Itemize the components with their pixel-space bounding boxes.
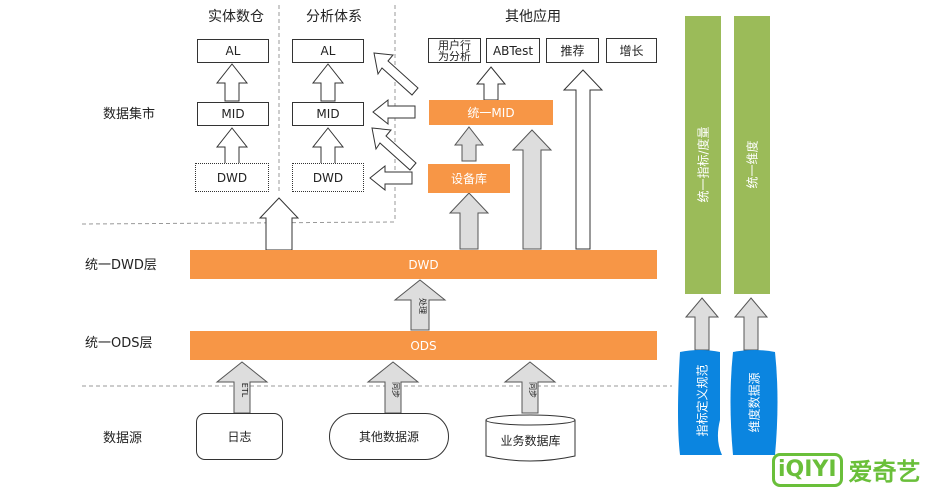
arrow-left-icon xyxy=(369,164,413,192)
app-abtest-box: ABTest xyxy=(486,38,540,63)
app-growth-box: 增长 xyxy=(606,38,657,63)
iqiyi-brand-name: 爱奇艺 xyxy=(848,458,921,486)
dwd-layer-bar: DWD xyxy=(190,250,657,279)
source-business-db: 业务数据库 xyxy=(500,433,561,448)
sync-arrow-label-2: 同步 xyxy=(528,382,537,398)
iqiyi-brand-mark: iQIYI xyxy=(772,452,843,487)
metric-spec-label: 指标定义规范 xyxy=(695,364,710,437)
source-log: 日志 xyxy=(196,413,283,460)
app-recommend-box: 推荐 xyxy=(546,38,599,63)
divider-mart-dwd xyxy=(81,221,396,225)
arrow-up-icon xyxy=(311,127,345,166)
sync-arrow-icon xyxy=(503,361,557,414)
app-user-behavior-box: 用户行 为分析 xyxy=(428,38,481,63)
arrow-left-icon xyxy=(372,98,416,126)
arrow-diagonal-icon xyxy=(371,127,417,171)
etl-arrow-label: ETL xyxy=(240,383,249,398)
row-label-data-source: 数据源 xyxy=(103,431,143,446)
arrow-diagonal-icon xyxy=(373,52,419,96)
dimension-source-shape xyxy=(730,350,778,455)
process-arrow-icon xyxy=(393,279,447,331)
process-arrow-label: 处理 xyxy=(418,298,428,314)
business-db-cylinder-top xyxy=(485,414,576,426)
unified-dimension-label: 统一维度 xyxy=(745,140,760,189)
source-other: 其他数据源 xyxy=(329,413,449,460)
entity-al-box: AL xyxy=(197,39,269,63)
row-label-data-mart: 数据集市 xyxy=(103,107,156,122)
analysis-al-box: AL xyxy=(292,39,364,63)
arrow-up-icon xyxy=(448,192,490,250)
arrow-up-icon xyxy=(258,197,300,251)
metric-spec-shape xyxy=(678,350,722,455)
arrow-up-icon xyxy=(684,297,720,351)
unified-metrics-label: 统一指标/度量 xyxy=(696,126,711,203)
business-db-cylinder-body xyxy=(485,420,576,462)
column-title-entity-warehouse: 实体数仓 xyxy=(208,9,264,25)
arrow-up-icon xyxy=(215,63,249,102)
unified-dimension-bar: 统一维度 xyxy=(734,16,770,294)
arrow-up-icon xyxy=(453,126,485,162)
unified-mid-box: 统一MID xyxy=(429,100,553,125)
arrow-up-icon xyxy=(311,63,345,102)
dimension-source-label: 维度数据源 xyxy=(747,372,762,433)
unified-metrics-bar: 统一指标/度量 xyxy=(685,16,721,294)
arrow-up-icon xyxy=(511,129,553,250)
entity-dwd-box: DWD xyxy=(195,163,269,192)
app-user-behavior-line2: 为分析 xyxy=(438,49,471,63)
ods-layer-bar: ODS xyxy=(190,331,657,360)
column-title-analysis-system: 分析体系 xyxy=(306,9,362,25)
entity-mid-box: MID xyxy=(197,102,269,126)
arrow-up-icon xyxy=(733,297,769,351)
iqiyi-logo: iQIYI 爱奇艺 xyxy=(772,452,921,487)
arrow-up-icon xyxy=(475,66,507,101)
analysis-dwd-box: DWD xyxy=(292,163,364,192)
device-db-box: 设备库 xyxy=(428,164,510,193)
column-title-other-apps: 其他应用 xyxy=(505,9,561,25)
arrow-up-icon xyxy=(215,127,249,166)
app-user-behavior-line1: 用户行 xyxy=(438,38,471,52)
row-label-unified-dwd: 统一DWD层 xyxy=(85,258,157,273)
row-label-unified-ods: 统一ODS层 xyxy=(85,336,153,351)
sync-arrow-label-1: 同步 xyxy=(391,382,400,398)
analysis-mid-box: MID xyxy=(292,102,364,126)
arrow-up-icon xyxy=(562,69,604,250)
